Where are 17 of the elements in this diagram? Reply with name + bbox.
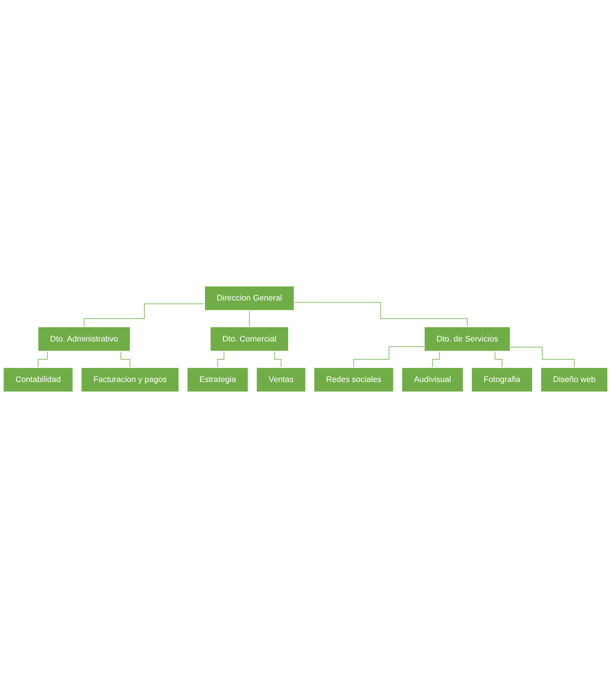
node-box: Diseño web	[540, 367, 608, 392]
node-box: Dto. Administrativo	[38, 326, 131, 352]
connector	[510, 346, 575, 368]
connector	[294, 302, 468, 328]
node-box: Facturacion y pagos	[80, 367, 180, 392]
node-box: Dto. Comercial	[210, 326, 289, 352]
connector	[353, 346, 425, 368]
connector	[249, 310, 250, 328]
node-box: Direccion General	[204, 286, 295, 311]
node-box: Fotografia	[471, 367, 533, 392]
node-box: Ventas	[256, 367, 306, 392]
node-box: Contabilidad	[2, 367, 74, 392]
node-box: Dto. de Servicios	[424, 326, 511, 352]
node-box: Estrategia	[186, 367, 249, 392]
node-box: Redes sociales	[313, 367, 394, 392]
node-box: Audivisual	[401, 367, 464, 392]
connector	[84, 303, 205, 328]
